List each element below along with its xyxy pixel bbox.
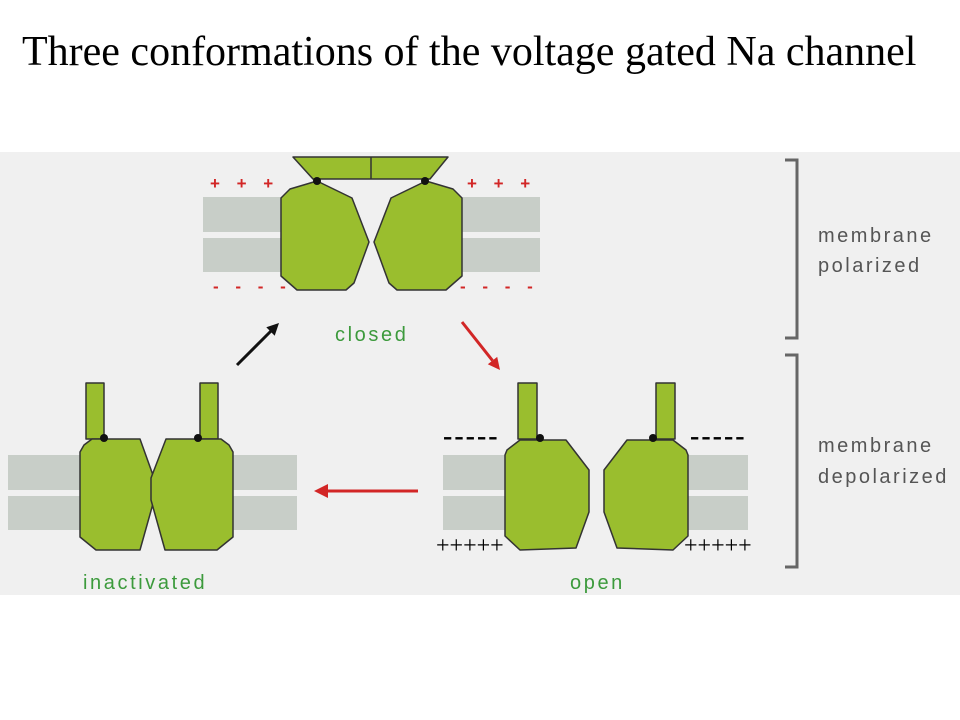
arrow-closed-to-open (460, 321, 500, 370)
membrane-slab (8, 496, 82, 530)
gate-stalk-left (85, 382, 105, 440)
membrane-slab (233, 455, 297, 490)
membrane-label-line1: membrane (818, 225, 934, 247)
arrow-head (266, 323, 279, 336)
arrow-inactivated-to-closed (235, 323, 279, 367)
state-label-open: open (570, 572, 625, 594)
charge-label-bottom-right: +++++ (684, 533, 752, 559)
gate-stalk-right (199, 382, 219, 440)
membrane-slab (203, 238, 285, 272)
channel-subunit-left (280, 180, 370, 291)
charge-label-top-left: ----- (443, 421, 500, 452)
state-label-closed: closed (335, 324, 408, 346)
bracket-polarized (785, 158, 799, 340)
bracket-depolarized (785, 353, 799, 569)
membrane-slab (443, 496, 507, 530)
membrane-slab (203, 197, 285, 232)
membrane-slab (8, 455, 82, 490)
membrane-slab (460, 238, 540, 272)
charge-label-top-right: + + + (467, 174, 536, 193)
channel-subunit-right (150, 438, 234, 551)
membrane-slab (687, 496, 748, 530)
arrow-open-to-inactivated (314, 484, 418, 498)
arrow-shaft (235, 329, 273, 367)
hinge-dot (649, 434, 657, 442)
channel-subunit-left (504, 439, 590, 551)
hinge-dot (536, 434, 544, 442)
hinge-dot (194, 434, 202, 442)
membrane-slab (443, 455, 507, 490)
membrane-slab (233, 496, 297, 530)
state-label-inactivated: inactivated (83, 572, 207, 594)
arrow-head (487, 356, 500, 370)
arrow-head (314, 484, 328, 498)
closed-state: + + + + + + - - - - - - - - closed (203, 156, 540, 346)
membrane-depolarized-group: membrane depolarized (785, 353, 949, 569)
membrane-label-line2: polarized (818, 255, 922, 277)
slide-title: Three conformations of the voltage gated… (22, 29, 917, 75)
arrow-shaft (460, 321, 494, 362)
channel-subunit-right (373, 180, 463, 291)
charge-label-bottom-left: +++++ (436, 533, 504, 559)
membrane-label-line2: depolarized (818, 466, 949, 488)
hinge-dot (313, 177, 321, 185)
charge-label-bottom-left: - - - - (213, 277, 292, 296)
gate-stalk-left (517, 382, 538, 440)
membrane-slab (460, 197, 540, 232)
channel-subunit-left (79, 438, 155, 551)
membrane-slab (687, 455, 748, 490)
membrane-label-line1: membrane (818, 435, 934, 457)
open-state: ----- ----- +++++ +++++ open (436, 382, 752, 594)
hinge-dot (421, 177, 429, 185)
gate-stalk-right (655, 382, 676, 440)
channel-subunit-right (603, 439, 689, 551)
charge-label-top-left: + + + (210, 174, 279, 193)
charge-label-top-right: ----- (690, 421, 747, 452)
charge-label-bottom-right: - - - - (460, 277, 539, 296)
inactivated-state: inactivated (8, 382, 297, 594)
membrane-polarized-group: membrane polarized (785, 158, 934, 340)
hinge-dot (100, 434, 108, 442)
